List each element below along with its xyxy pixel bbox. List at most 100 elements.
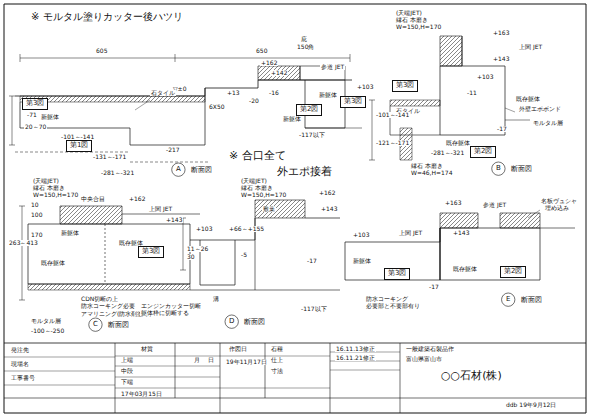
annotation-label: 参道 JET	[320, 64, 345, 70]
annotation-label: -20	[248, 98, 260, 104]
annotation-label: 石種	[270, 346, 284, 352]
slab-outline	[390, 106, 440, 135]
new-slab-outline	[20, 88, 205, 145]
annotation-label: 断面図	[520, 297, 543, 304]
base-line	[15, 152, 210, 162]
annotation-label: 縁石 本磨き	[395, 17, 429, 23]
annotation-label: 11～26	[186, 246, 209, 252]
slab-line	[305, 128, 362, 129]
annotation-label: 溝	[212, 296, 220, 302]
annotation-label: (天端JET)	[240, 178, 268, 184]
annotation-label: 100	[30, 212, 43, 218]
annotation-label: 10	[30, 202, 40, 208]
annotation-label: +163	[492, 30, 510, 36]
annotation-label: ※ 合口全て	[228, 150, 287, 162]
figure-ref-text: 第3図	[396, 82, 414, 90]
annotation-label: +103	[352, 232, 370, 238]
annotation-label: +163	[444, 200, 462, 206]
annotation-label: 既存躯体	[40, 260, 66, 266]
figure-ref-box: 第2図	[500, 266, 526, 278]
dimension-line	[19, 206, 25, 300]
annotation-label: ○○石材(株)	[440, 370, 503, 382]
annotation-label: 170	[30, 232, 43, 238]
annotation-label: 中央合目	[80, 196, 106, 202]
figure-ref-box: 第3図	[340, 96, 366, 108]
annotation-label: 20～70	[24, 124, 47, 130]
leader-line	[135, 100, 150, 110]
annotation-label: 富山県富山市	[405, 356, 443, 362]
annotation-label: 必要部と不要部有り	[365, 303, 421, 309]
annotation-label: -11	[466, 90, 478, 96]
annotation-label: CDN切断の上	[80, 296, 119, 302]
section-circle	[492, 162, 505, 175]
curb-stone	[258, 66, 300, 80]
annotation-label: +162	[318, 190, 336, 196]
section-circle	[225, 315, 238, 328]
annotation-label: +143	[165, 217, 183, 223]
annotation-label: 605	[95, 48, 108, 54]
annotation-label: 躯体枠に切断する	[140, 310, 190, 316]
annotation-label: -100～-250	[30, 328, 65, 334]
figure-ref-text: 第3図	[344, 98, 362, 106]
annotation-label: -121～-171	[375, 140, 410, 146]
annotation-label: 外エポ接着	[276, 166, 333, 178]
annotation-label: -17	[496, 126, 508, 132]
annotation-label: -5	[240, 252, 248, 258]
leader-line	[505, 108, 515, 112]
mortar-layer-line	[505, 120, 530, 121]
body-outline	[28, 224, 190, 284]
annotation-label: +143	[492, 56, 510, 62]
annotation-label: -281～-321	[430, 150, 465, 156]
annotation-label: 発注先	[10, 347, 30, 353]
body-outline	[190, 218, 340, 290]
annotation-label: 縁石 本磨き	[32, 185, 66, 191]
figure-ref-text: 第2図	[474, 148, 492, 156]
annotation-label: +143	[320, 206, 338, 212]
curb-stone	[60, 206, 122, 224]
figure-ref-box: 第3図	[22, 98, 48, 110]
annotation-label: 仕上	[270, 357, 284, 363]
annotation-label: 16.11.21修正	[335, 355, 376, 361]
annotation-label: +13	[226, 90, 241, 96]
section-circle	[89, 318, 102, 331]
ground-line	[190, 218, 340, 240]
dimension-line	[180, 218, 186, 270]
mortar-layer	[28, 284, 190, 290]
figure-ref-box: 第2図	[296, 104, 322, 116]
annotation-label: 中段	[120, 368, 134, 374]
section-mark: C	[92, 321, 99, 328]
annotation-label: 263～413	[8, 240, 39, 246]
annotation-label: 断面図	[510, 166, 533, 173]
figure-ref-box: 第2図	[470, 146, 496, 158]
annotation-label: 埋め込み	[544, 205, 570, 211]
annotation-label: +103	[195, 226, 213, 232]
annotation-label: モルタル層	[30, 318, 62, 324]
annotation-label: 月	[193, 357, 201, 363]
annotation-label: -217	[165, 147, 181, 153]
annotation-label: 石タイル	[150, 90, 176, 96]
annotation-label: ※ モルタル塗りカッター後ハツリ	[30, 12, 184, 23]
annotation-label: -16	[268, 90, 280, 96]
figure-ref-text: 第3図	[142, 248, 160, 256]
annotation-label: 上関 JET	[518, 44, 543, 50]
annotation-label: 参道 JET	[482, 202, 507, 208]
ground-line	[15, 80, 352, 96]
annotation-label: 上関 JET	[398, 230, 423, 236]
annotation-label: W=150,H=170	[32, 192, 79, 198]
curb-stone	[440, 213, 478, 228]
section-circle	[502, 293, 515, 306]
section-mark: A	[175, 166, 182, 173]
annotation-label: -281～-321	[100, 170, 135, 176]
title-block-line	[4, 343, 586, 344]
title-block-grid	[115, 343, 400, 413]
annotation-label: +143	[452, 230, 470, 236]
annotation-label: (天端JET)	[395, 10, 423, 16]
annotation-label: モルタル層	[532, 120, 564, 126]
annotation-label: -117以下	[298, 132, 326, 138]
annotation-label: 作図日	[228, 346, 248, 352]
existing-body	[440, 36, 505, 135]
annotation-label: -131～-171	[92, 154, 127, 160]
figure-ref-text: 第1図	[70, 142, 88, 150]
figure-ref-box: 第3図	[138, 246, 164, 258]
